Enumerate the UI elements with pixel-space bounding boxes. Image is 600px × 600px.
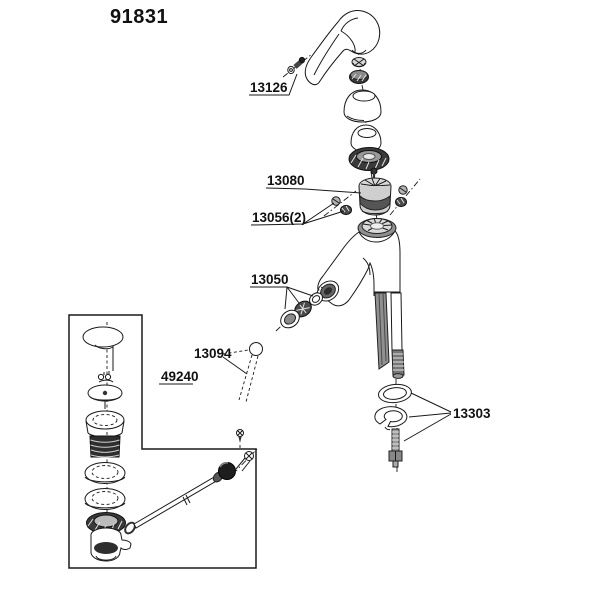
- label-13056: 13056(2): [250, 202, 345, 226]
- supply-tubes: [374, 292, 405, 379]
- part-label-handle-screw: 13126: [250, 80, 288, 95]
- dome-cap: [343, 89, 382, 123]
- handle-screw-parts: [282, 53, 313, 78]
- label-49240: 49240: [159, 369, 199, 385]
- faucet-body: [316, 218, 402, 341]
- threaded-stud: [388, 428, 403, 468]
- grooved-ring-small: [349, 70, 369, 84]
- cartridge-screws-right: [389, 178, 421, 216]
- cap: [350, 124, 382, 153]
- popup-rod: [124, 448, 258, 535]
- grooved-ring-large: [348, 147, 390, 171]
- part-label-fixing-set: 13303: [453, 406, 491, 421]
- label-13126: 13126: [249, 73, 298, 96]
- lift-rod-phantom: [238, 342, 263, 403]
- handle-lever: [304, 10, 381, 86]
- label-13080: 13080: [265, 173, 362, 194]
- cartridge: [358, 167, 392, 216]
- horseshoe-washer: [374, 406, 408, 431]
- label-13303: 13303: [403, 392, 491, 442]
- drain-assembly: [82, 322, 132, 564]
- pivot-screw: [236, 429, 244, 450]
- inset-box: [68, 314, 257, 569]
- part-label-cartridge: 13080: [267, 173, 305, 188]
- part-label-lift-rod: 13094: [194, 346, 232, 361]
- part-label-drain-assembly: 49240: [161, 369, 199, 384]
- diagram-number: 91831: [110, 6, 168, 28]
- oring: [378, 383, 412, 404]
- aerator-parts: [275, 286, 323, 332]
- part-label-aerator: 13050: [251, 272, 289, 287]
- handle-nut: [351, 57, 367, 68]
- label-13050: 13050: [250, 272, 314, 310]
- part-label-mounting-screws: 13056(2): [252, 210, 306, 225]
- label-13094: 13094: [194, 346, 249, 375]
